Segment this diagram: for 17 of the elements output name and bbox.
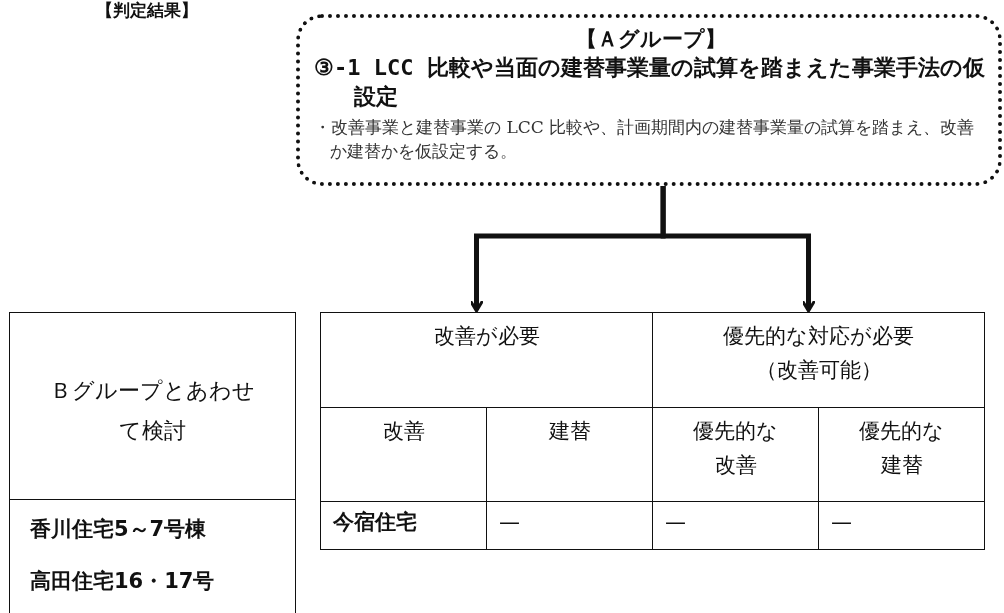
arrow	[660, 186, 816, 313]
table-cell: 香川住宅5～7号棟	[9, 499, 296, 559]
table-cell: —	[818, 501, 985, 550]
cell-text: Ｂグループとあわせて検討	[49, 377, 256, 445]
header-text: 優先的な対応が必要（改善可能）	[722, 323, 915, 384]
table-cell: 高田住宅16・17号	[9, 558, 296, 613]
header-cell	[320, 312, 653, 408]
cell-text: 優先的な改善	[692, 418, 779, 479]
step-description: ・改善事業と建替事業の LCC 比較や、計画期間内の建替事業量の試算を踏まえ、改善か建替かを仮設定する。	[314, 116, 976, 163]
heading-text: 【判定結果】	[96, 0, 198, 20]
header-cell	[652, 312, 985, 408]
dotted-box	[296, 14, 1002, 186]
cell-text: 優先的な建替	[858, 418, 945, 479]
table-cell: 今宿住宅	[320, 501, 487, 550]
step-title: ③-1 LCC 比較や当面の建替事業量の試算を踏まえた事業手法の仮設定	[314, 54, 986, 111]
group-heading: 【Ａグループ】	[575, 26, 727, 53]
header-text: 改善が必要	[432, 323, 541, 350]
